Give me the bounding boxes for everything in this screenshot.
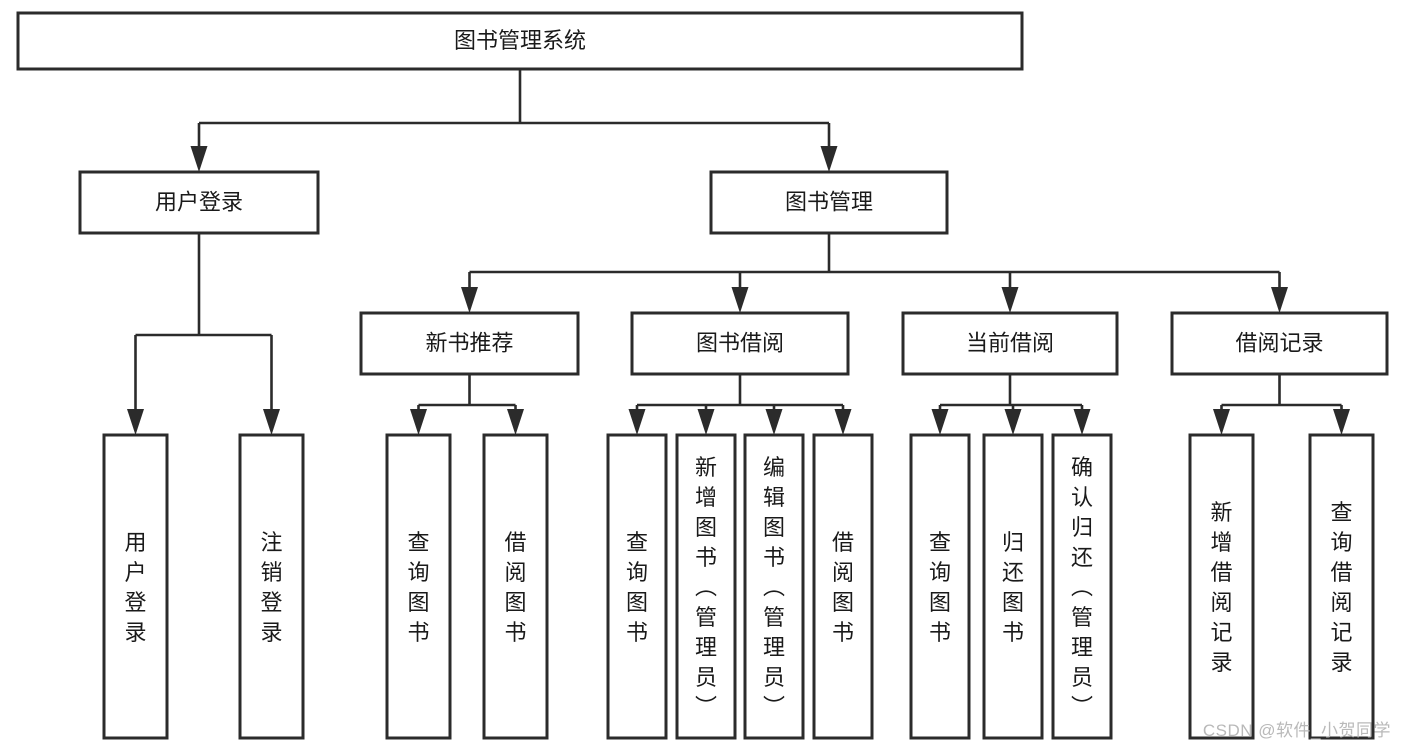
node-box-borrow-record[interactable] — [1170, 311, 1389, 376]
node-leaf-user-logout[interactable]: 注销登录 — [238, 433, 305, 740]
node-borrow-record[interactable]: 借阅记录 — [1170, 311, 1389, 376]
node-box-leaf-add-record[interactable] — [1188, 433, 1255, 740]
node-label-leaf-query-record: 查询借阅记录 — [1330, 500, 1352, 675]
arrowhead-leaf-return-book — [1004, 409, 1022, 435]
node-box-book-borrow[interactable] — [630, 311, 850, 376]
node-leaf-edit-book[interactable]: 编辑图书（管理员） — [743, 433, 805, 740]
node-box-leaf-user-logout[interactable] — [238, 433, 305, 740]
arrowhead-leaf-borrow-book-1 — [507, 409, 524, 435]
node-leaf-borrow-book-1[interactable]: 借阅图书 — [482, 433, 549, 740]
connector-group-current-borrow — [931, 374, 1091, 435]
arrowhead-book-manage — [820, 146, 838, 172]
node-label-root: 图书管理系统 — [454, 28, 586, 53]
node-leaf-user-login[interactable]: 用户登录 — [102, 433, 169, 740]
node-leaf-query-record[interactable]: 查询借阅记录 — [1308, 433, 1375, 740]
node-box-leaf-query-book-2[interactable] — [606, 433, 668, 740]
node-label-leaf-user-logout: 注销登录 — [260, 530, 282, 645]
node-label-leaf-query-book-1: 查询图书 — [407, 530, 429, 645]
node-leaf-query-book-1[interactable]: 查询图书 — [385, 433, 452, 740]
connector-group-new-book-recommend — [410, 374, 524, 435]
node-label-leaf-edit-book: 编辑图书（管理员） — [763, 455, 785, 720]
node-book-borrow[interactable]: 图书借阅 — [630, 311, 850, 376]
node-label-user-login: 用户登录 — [155, 189, 243, 214]
node-box-leaf-add-book[interactable] — [675, 433, 737, 740]
node-box-leaf-query-book-1[interactable] — [385, 433, 452, 740]
node-box-leaf-user-login[interactable] — [102, 433, 169, 740]
arrowhead-leaf-borrow-book-2 — [834, 409, 852, 435]
node-leaf-borrow-book-2[interactable]: 借阅图书 — [812, 433, 874, 740]
node-label-leaf-borrow-book-2: 借阅图书 — [832, 530, 854, 645]
arrowhead-leaf-query-book-1 — [410, 409, 427, 435]
node-label-leaf-user-login: 用户登录 — [124, 530, 146, 645]
connector-group-book-borrow — [628, 374, 852, 435]
node-label-leaf-add-record: 新增借阅记录 — [1210, 500, 1232, 675]
node-label-book-borrow: 图书借阅 — [696, 330, 784, 355]
node-label-leaf-query-book-2: 查询图书 — [626, 530, 648, 645]
arrowhead-leaf-confirm-return — [1073, 409, 1091, 435]
node-label-book-manage: 图书管理 — [785, 189, 873, 214]
node-leaf-add-book[interactable]: 新增图书（管理员） — [675, 433, 737, 740]
node-label-leaf-borrow-book-1: 借阅图书 — [504, 530, 526, 645]
node-box-leaf-edit-book[interactable] — [743, 433, 805, 740]
connector-group-book-manage — [461, 233, 1288, 313]
node-label-borrow-record: 借阅记录 — [1235, 330, 1323, 355]
arrowhead-leaf-edit-book — [765, 409, 783, 435]
node-box-leaf-borrow-book-1[interactable] — [482, 433, 549, 740]
arrowhead-borrow-record — [1271, 287, 1288, 313]
node-box-current-borrow[interactable] — [901, 311, 1119, 376]
node-box-leaf-query-record[interactable] — [1308, 433, 1375, 740]
node-leaf-query-book-2[interactable]: 查询图书 — [606, 433, 668, 740]
arrowhead-user-login — [190, 146, 208, 172]
node-box-leaf-confirm-return[interactable] — [1051, 433, 1113, 740]
node-box-user-login[interactable] — [78, 170, 320, 235]
node-box-root[interactable] — [16, 11, 1024, 71]
node-root[interactable]: 图书管理系统 — [16, 11, 1024, 71]
arrowhead-current-borrow — [1001, 287, 1019, 313]
watermark-label: CSDN @软件_小贺同学 — [1202, 721, 1391, 740]
connector-group-borrow-record — [1213, 374, 1350, 435]
node-label-leaf-add-book: 新增图书（管理员） — [695, 455, 717, 720]
arrowhead-leaf-query-record — [1333, 409, 1350, 435]
arrowhead-leaf-user-login — [127, 409, 144, 435]
connector-group-user-login — [127, 233, 280, 435]
node-label-leaf-query-book-3: 查询图书 — [929, 530, 951, 645]
node-leaf-return-book[interactable]: 归还图书 — [982, 433, 1044, 740]
arrowhead-leaf-add-book — [697, 409, 715, 435]
arrowhead-book-borrow — [731, 287, 749, 313]
arrowhead-leaf-add-record — [1213, 409, 1230, 435]
node-leaf-query-book-3[interactable]: 查询图书 — [909, 433, 971, 740]
node-current-borrow[interactable]: 当前借阅 — [901, 311, 1119, 376]
node-box-leaf-query-book-3[interactable] — [909, 433, 971, 740]
node-box-leaf-borrow-book-2[interactable] — [812, 433, 874, 740]
node-layer: 图书管理系统用户登录图书管理新书推荐图书借阅当前借阅借阅记录用户登录注销登录查询… — [16, 11, 1389, 740]
node-box-book-manage[interactable] — [709, 170, 949, 235]
node-leaf-confirm-return[interactable]: 确认归还（管理员） — [1051, 433, 1113, 740]
node-label-current-borrow: 当前借阅 — [966, 330, 1054, 355]
node-new-book-recommend[interactable]: 新书推荐 — [359, 311, 580, 376]
arrowhead-leaf-user-logout — [263, 409, 280, 435]
connector-layer — [127, 69, 1350, 435]
node-box-new-book-recommend[interactable] — [359, 311, 580, 376]
node-book-manage[interactable]: 图书管理 — [709, 170, 949, 235]
node-leaf-add-record[interactable]: 新增借阅记录 — [1188, 433, 1255, 740]
node-label-new-book-recommend: 新书推荐 — [425, 330, 513, 355]
connector-group-root — [190, 69, 838, 172]
arrowhead-new-book-recommend — [461, 287, 478, 313]
node-label-leaf-confirm-return: 确认归还（管理员） — [1071, 455, 1093, 720]
node-box-leaf-return-book[interactable] — [982, 433, 1044, 740]
node-user-login[interactable]: 用户登录 — [78, 170, 320, 235]
node-label-leaf-return-book: 归还图书 — [1002, 530, 1024, 645]
arrowhead-leaf-query-book-3 — [931, 409, 949, 435]
arrowhead-leaf-query-book-2 — [628, 409, 646, 435]
